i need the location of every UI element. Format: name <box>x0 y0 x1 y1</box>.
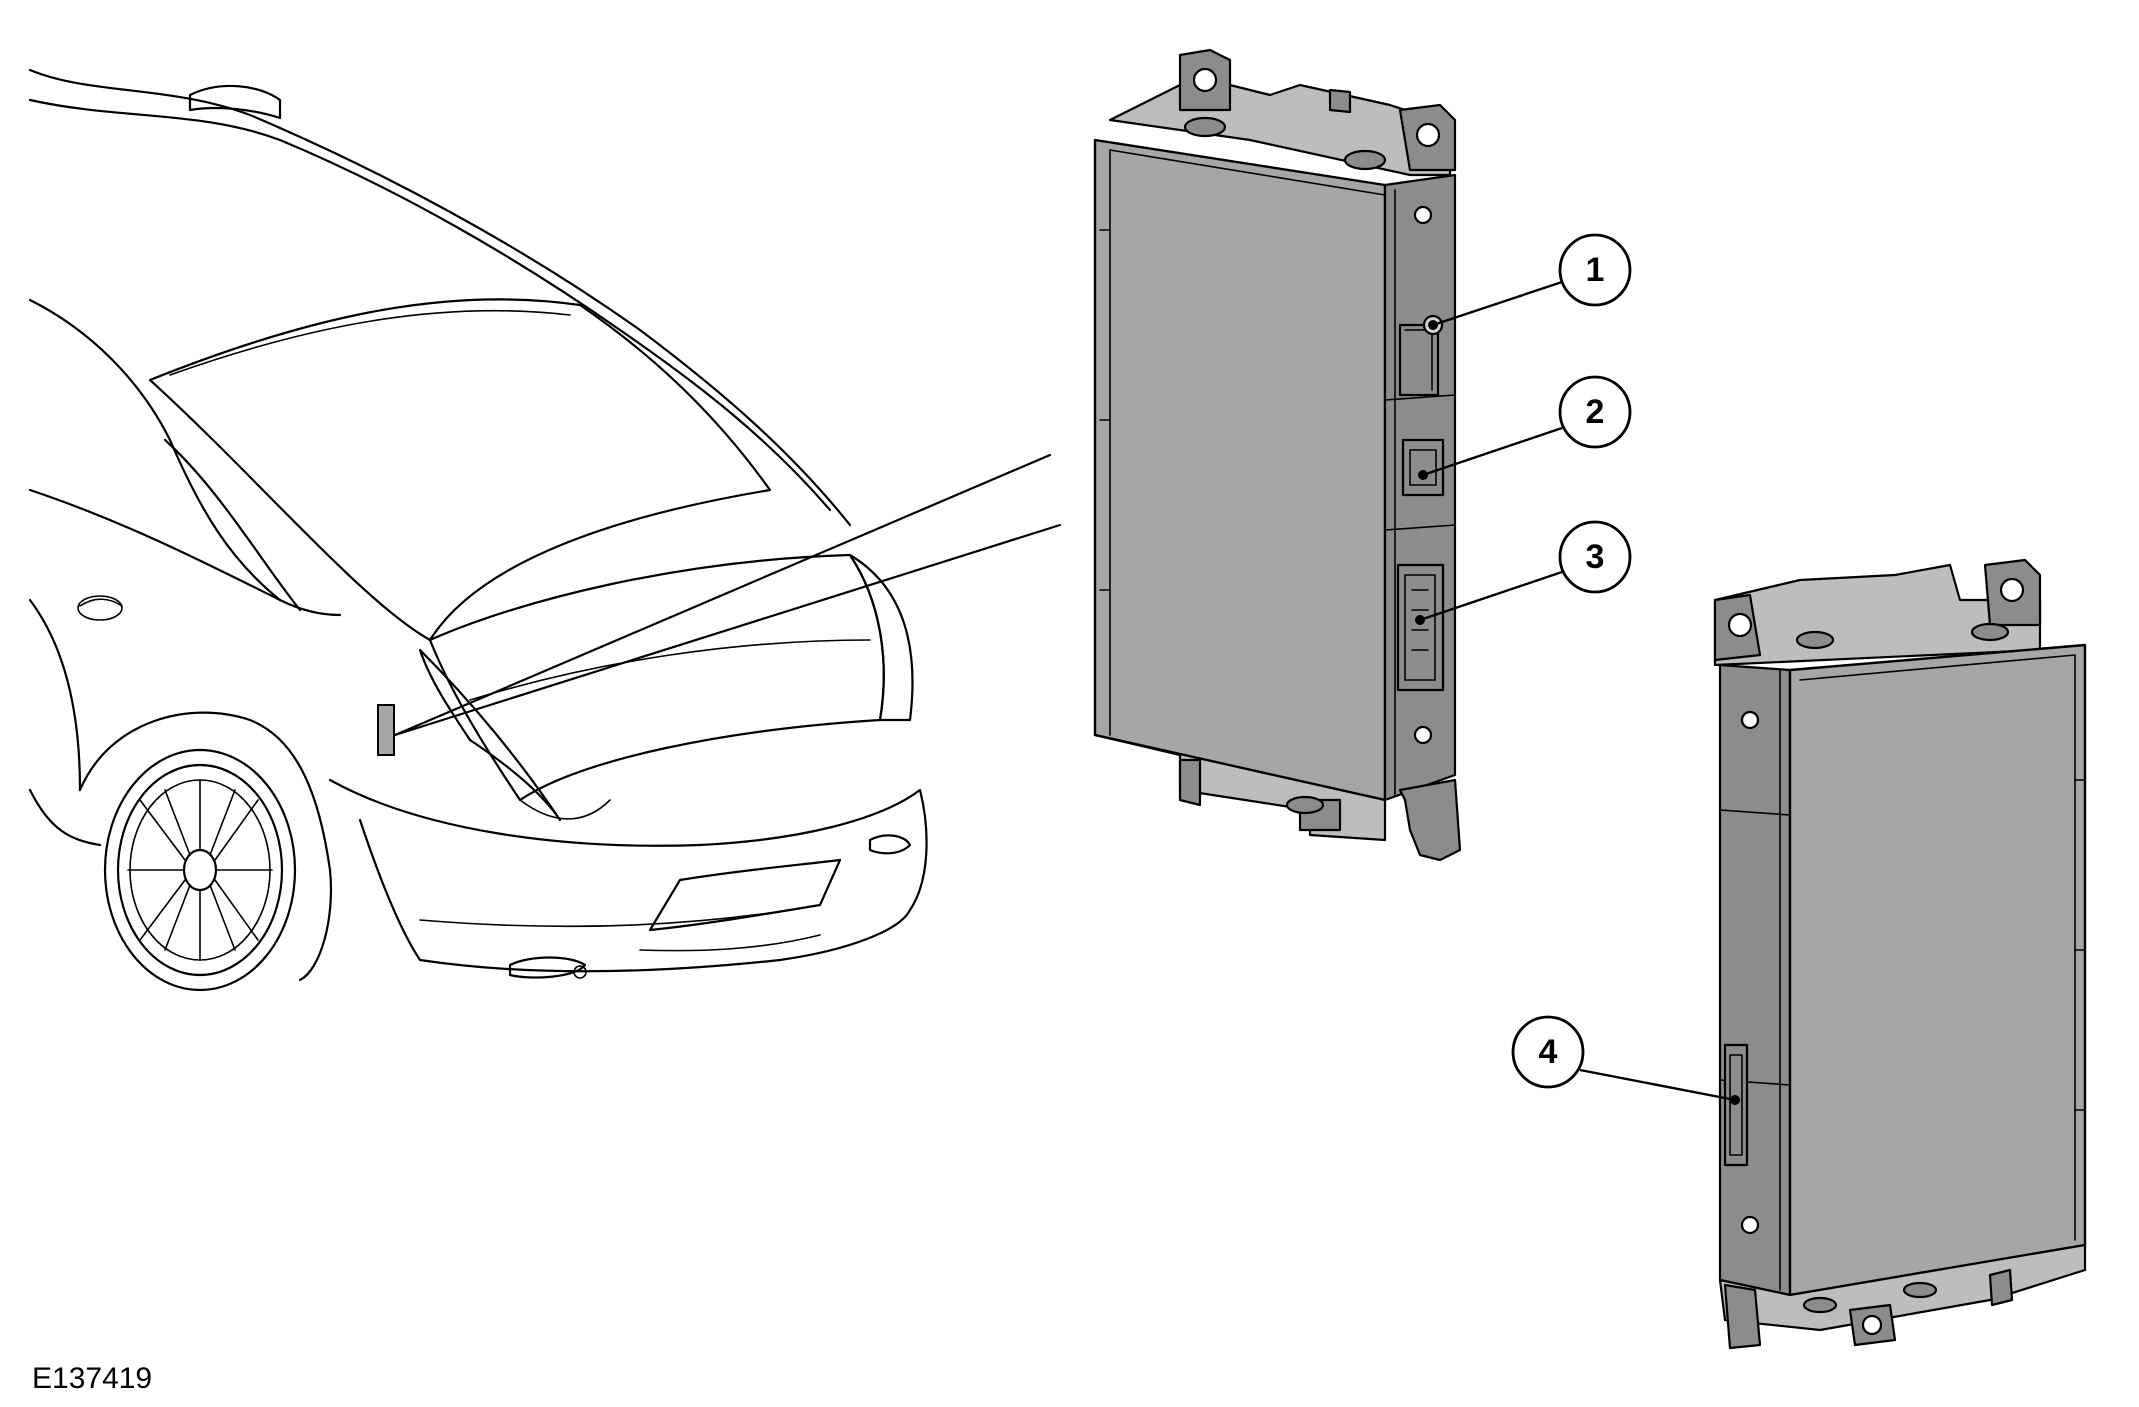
callout-2-label: 2 <box>1586 393 1605 431</box>
callout-2: 2 <box>1418 375 1632 480</box>
callout-3-label: 3 <box>1586 538 1605 576</box>
small-connector <box>1401 438 1445 497</box>
module-location-marker <box>377 704 395 756</box>
module-front-view <box>1093 48 1462 862</box>
callout-1-label: 1 <box>1586 251 1605 289</box>
callout-3: 3 <box>1415 520 1632 625</box>
callout-4: 4 <box>1511 1015 1740 1105</box>
card-slot-connector <box>1723 1043 1749 1167</box>
module-rear-view <box>1713 558 2087 1350</box>
figure-id: E137419 <box>32 1362 153 1395</box>
callout-4-label: 4 <box>1539 1033 1558 1071</box>
vehicle-outline <box>28 68 1062 992</box>
callout-1: 1 <box>1428 233 1632 330</box>
wheel-spokes <box>127 779 273 961</box>
